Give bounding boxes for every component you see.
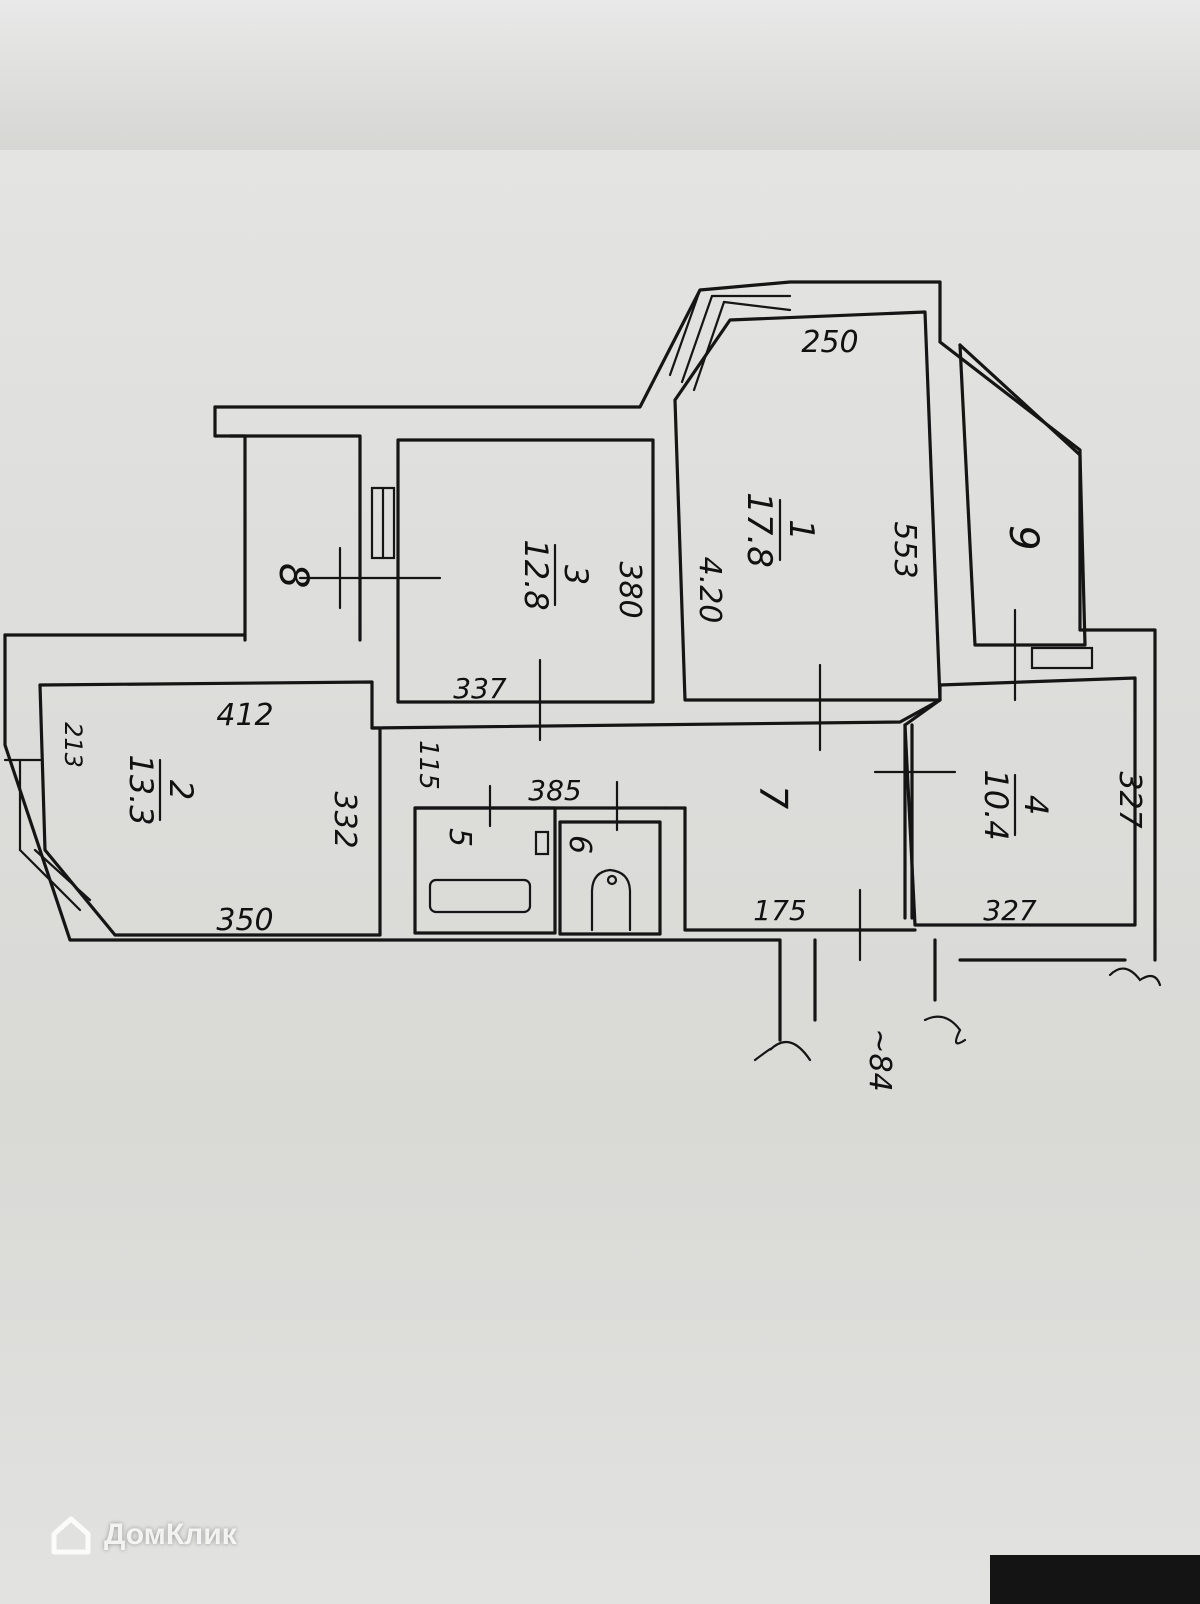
toilet-icon (590, 868, 632, 932)
room-2-window (3, 758, 92, 912)
dim-412: 412 (216, 698, 273, 733)
room-4-outline (903, 676, 1137, 927)
room-1-outline (673, 310, 942, 702)
dim-327-horizontal: 327 (983, 894, 1037, 927)
dim-385: 385 (528, 774, 581, 807)
room-9-number: 9 (1000, 525, 1046, 550)
room-8-window (370, 486, 396, 560)
room-3-label: 3 12.8 (517, 539, 595, 610)
room-2-number: 2 (162, 780, 200, 800)
dim-115: 115 (413, 740, 443, 790)
house-logo-icon (51, 1516, 91, 1555)
dim-332: 332 (327, 791, 362, 848)
dim-420: 4.20 (692, 557, 727, 624)
room-1-window (668, 280, 792, 392)
room-4-label: 4 10.4 (977, 769, 1055, 840)
room-5-number: 5 (442, 828, 477, 847)
room-3-outline (396, 438, 655, 704)
room-9-outline (958, 343, 1087, 647)
corridor-wall (370, 698, 942, 730)
dimension-labels: 250 553 4.20 380 337 412 213 332 350 115… (59, 325, 1147, 1092)
paper-edge-shadow (0, 0, 1200, 150)
room-4-area: 10.4 (977, 769, 1015, 840)
watermark: ДомКлик (48, 1512, 237, 1558)
door-marks (298, 546, 1017, 962)
photo-dark-corner (990, 1555, 1200, 1604)
room-5-outline (413, 806, 557, 935)
room-3-number: 3 (557, 565, 595, 585)
dim-84: ~84 (862, 1028, 897, 1091)
dim-250: 250 (801, 325, 858, 360)
bathtub-icon (428, 830, 550, 914)
corridor-lower-wall (683, 806, 917, 932)
room-4-number: 4 (1017, 795, 1055, 815)
room-2-outline (38, 680, 382, 937)
dim-175: 175 (753, 894, 806, 927)
room-2-area: 13.3 (122, 754, 160, 825)
room-6-number: 6 (562, 835, 597, 854)
dim-327-vertical: 327 (1112, 771, 1147, 828)
wall-break-marks (753, 967, 1162, 1062)
room-1-label: 1 17.8 (739, 492, 821, 568)
dim-213: 213 (59, 722, 87, 768)
outer-walls (3, 280, 1157, 1042)
watermark-brand: ДомКлик (104, 1518, 237, 1551)
room-1-number: 1 (781, 519, 821, 541)
room-9-door-hatch (1030, 646, 1094, 670)
room-7-number: 7 (751, 785, 795, 809)
room-6-outline (558, 820, 662, 936)
dim-553: 553 (887, 521, 922, 578)
room-2-label: 2 13.3 (122, 754, 200, 825)
dim-350: 350 (216, 903, 273, 938)
dim-380: 380 (612, 561, 647, 618)
dim-337: 337 (453, 672, 507, 705)
room-8-number: 8 (270, 563, 316, 588)
room-1-area: 17.8 (739, 492, 779, 568)
room-3-area: 12.8 (517, 539, 555, 610)
